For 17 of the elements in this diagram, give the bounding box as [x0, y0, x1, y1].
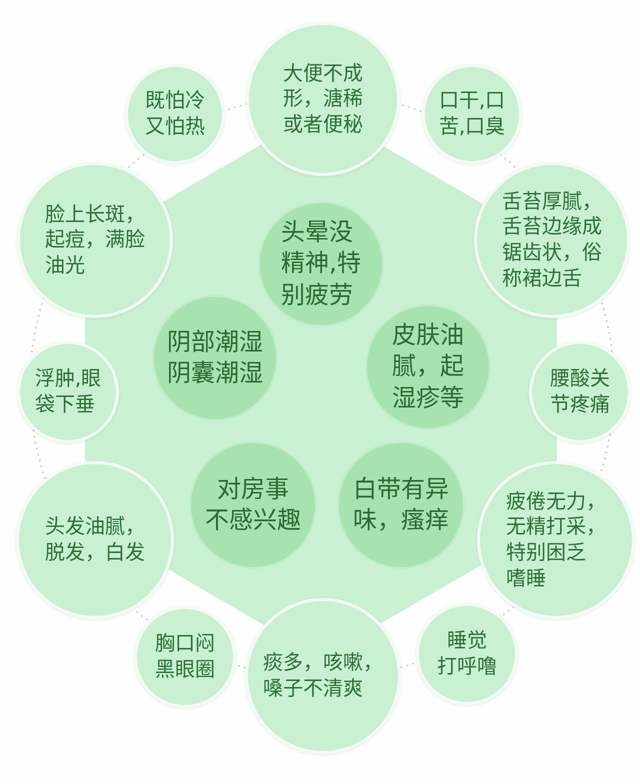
symptom-text: 浮肿,眼袋下垂: [34, 366, 102, 418]
symptom-text: 口干,口苦,口臭: [438, 88, 506, 140]
symptom-text: 脸上长斑，起痘，满脸油光: [45, 202, 145, 278]
symptom-text: 胸口闷黑眼圈: [155, 631, 215, 683]
symptom-text: 痰多，咳嗽，嗓子不清爽: [263, 650, 383, 702]
symptom-text: 阴部潮湿阴囊潮湿: [167, 326, 263, 389]
symptom-text: 大便不成形，溏稀或者便秘: [283, 60, 363, 138]
symptom-text: 既怕冷又怕热: [145, 88, 205, 140]
symptom-text: 头发油腻，脱发，白发: [45, 514, 145, 566]
symptom-text: 皮肤油腻，起湿疹等: [392, 320, 464, 414]
symptom-text: 白带有异味，瘙痒: [353, 474, 449, 536]
symptom-text: 舌苔厚腻，舌苔边缘成锯齿状，俗称裙边舌: [502, 188, 602, 292]
symptom-text: 疲倦无力，无精打采，特别困乏嗜睡: [506, 488, 606, 592]
symptom-text: 腰酸关节疼痛: [550, 366, 610, 418]
symptom-text: 睡觉打呼噜: [437, 628, 497, 680]
symptom-text: 头晕没精神,特别疲劳: [281, 217, 361, 311]
symptom-text: 对房事不感兴趣: [205, 474, 301, 536]
